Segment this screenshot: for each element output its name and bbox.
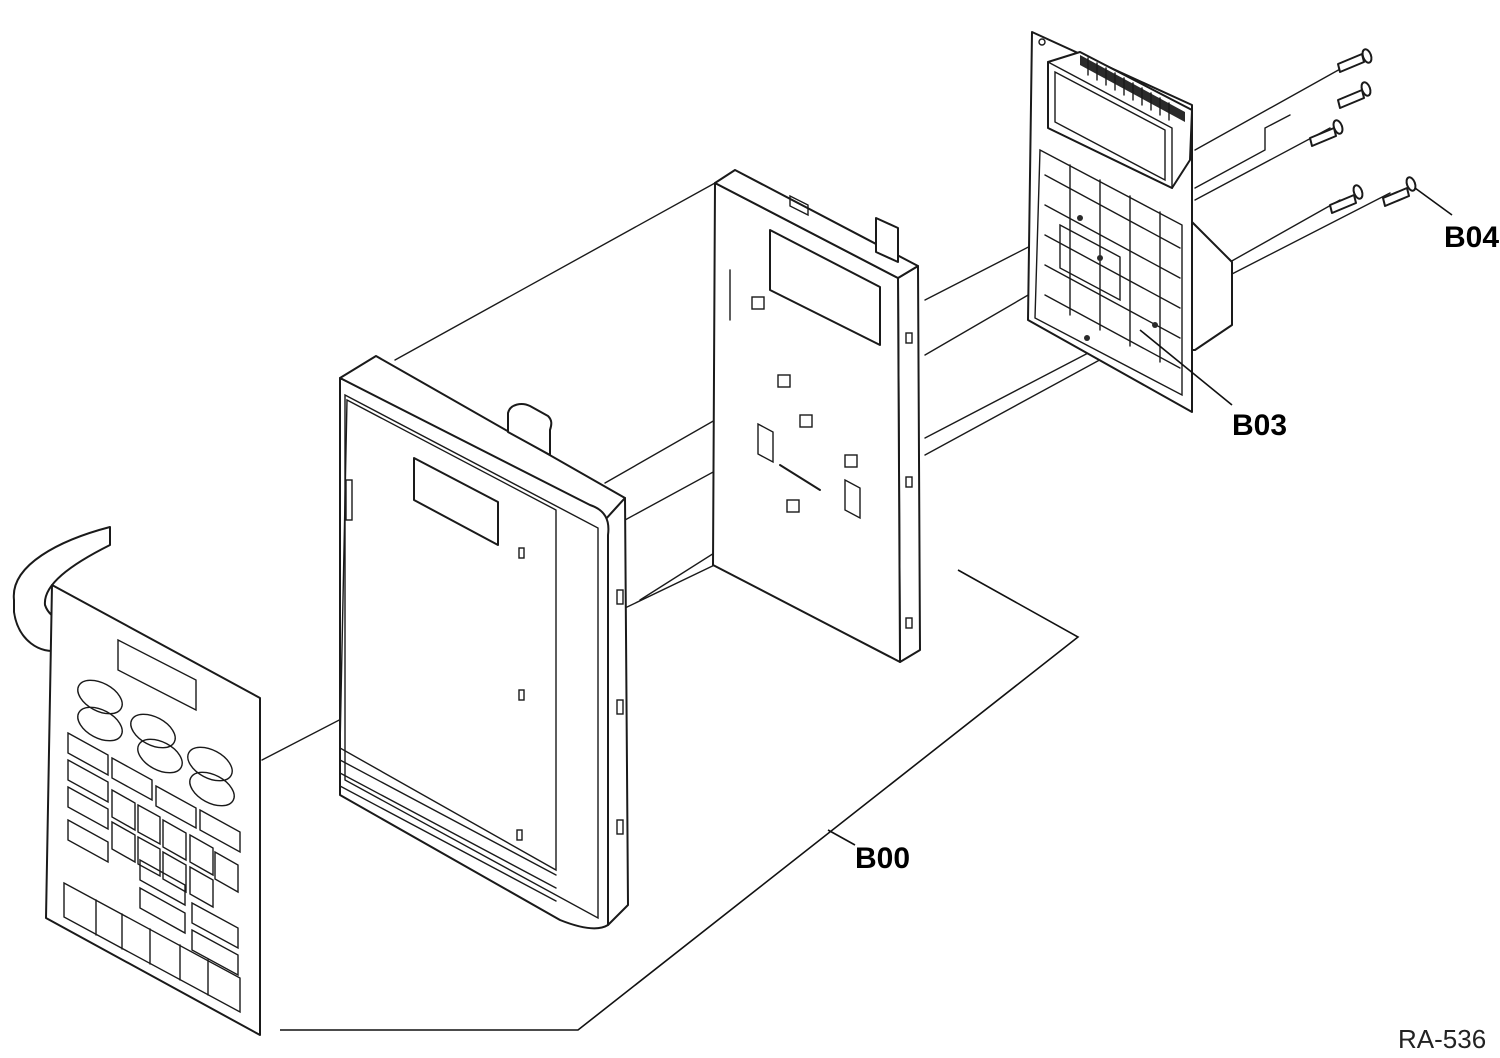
membrane-keypad xyxy=(12,526,261,1036)
mounting-screws xyxy=(1309,48,1453,216)
b00-assembly-boundary xyxy=(280,569,1080,1031)
screw xyxy=(1337,81,1372,109)
callout-b00: B00 xyxy=(855,842,910,875)
pcb-connector-pins xyxy=(1080,55,1185,122)
screw xyxy=(1309,119,1344,147)
screw xyxy=(1337,48,1373,73)
callout-b04: B04 xyxy=(1444,221,1499,254)
drawing-reference: RA-536 xyxy=(1398,1024,1486,1054)
back-mounting-plate xyxy=(712,169,921,663)
callout-b03: B03 xyxy=(1232,409,1287,442)
screw xyxy=(1382,176,1417,207)
control-board-pcb xyxy=(1027,31,1233,413)
screw xyxy=(1329,184,1364,214)
front-control-panel xyxy=(339,355,629,930)
